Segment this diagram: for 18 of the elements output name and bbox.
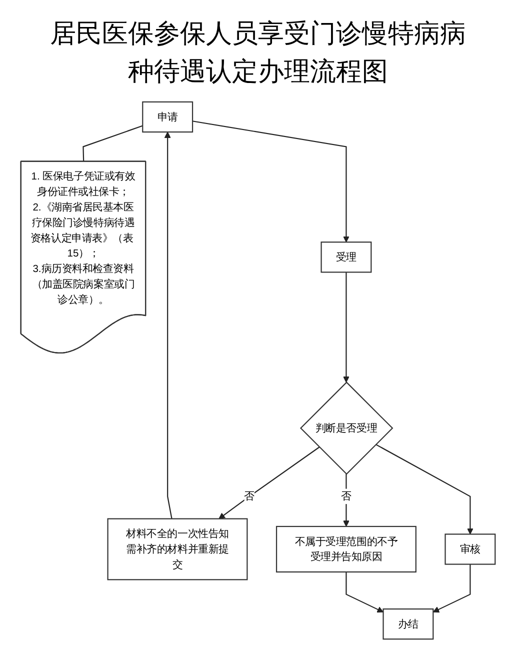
diagram-title: 居民医保参保人员享受门诊慢特病病种待遇认定办理流程图 [50,17,466,88]
arrow [192,120,350,242]
node-box: 审核 [444,534,496,565]
edge-label: 否 [244,490,255,502]
node-box: 办结 [382,608,434,640]
arrow [376,444,474,534]
node-box: 不属于受理范围的不予受理并告知原因 [276,526,416,572]
arrow [342,272,350,383]
arrow [164,132,172,519]
node-box: 受理 [320,242,372,273]
edge-label: 否 [341,490,352,502]
node-box: 材料不全的一次性告知需补齐的材料并重新提交 [107,518,248,580]
connector [82,125,143,162]
arrow [346,572,384,612]
node-box: 申请 [142,101,194,133]
arrow [218,446,320,520]
arrow [432,564,471,612]
node-diamond: 判断是否受理 [300,382,394,475]
